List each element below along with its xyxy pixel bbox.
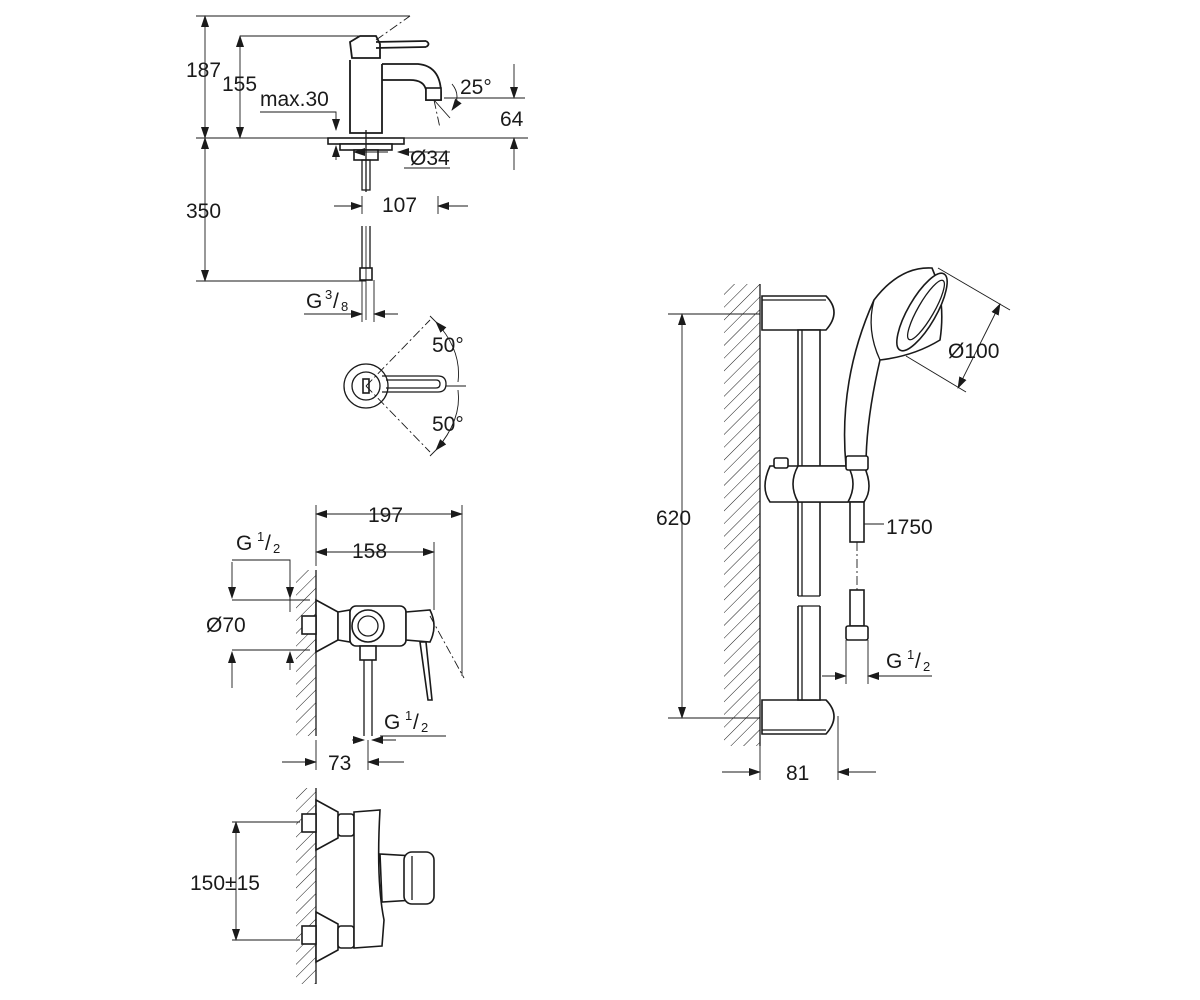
shower-mixer-side-view: [228, 505, 465, 770]
dim-wall-offset: 81: [786, 762, 809, 785]
outlet-slash: /: [413, 711, 419, 734]
lever-top-view: [343, 315, 466, 457]
connection-slash: /: [333, 290, 339, 313]
dim-head-diameter: Ø100: [948, 340, 999, 363]
dim-spout-height: 155: [222, 73, 257, 96]
dim-centres: 150±15: [190, 872, 260, 895]
connection-thread-numerator: 3: [325, 287, 332, 302]
hose-thread-denominator: 2: [923, 659, 930, 674]
outlet-thread: G: [384, 711, 400, 734]
dim-deck-thickness: max.30: [260, 88, 329, 111]
inlet-thread-denominator: 2: [273, 541, 280, 556]
inlet-thread-numerator: 1: [257, 529, 264, 544]
connection-thread-denominator: 8: [341, 299, 348, 314]
angle-top: 50°: [432, 334, 464, 357]
dim-total-height: 187: [186, 59, 221, 82]
dim-body-depth: 158: [352, 540, 387, 563]
outlet-thread-numerator: 1: [405, 708, 412, 723]
dim-shank-diameter: Ø34: [410, 147, 450, 170]
shower-mixer-front-view: [232, 788, 435, 984]
hose-thread-numerator: 1: [907, 647, 914, 662]
inlet-thread: G: [236, 532, 252, 555]
angle-bottom: 50°: [432, 413, 464, 436]
dim-rail-length: 620: [656, 507, 691, 530]
dim-shower-hose-length: 1750: [886, 516, 933, 539]
dim-outlet-offset: 73: [328, 752, 351, 775]
dim-flange-diameter: Ø70: [206, 614, 246, 637]
hose-thread: G: [886, 650, 902, 673]
basin-mixer-drawing: [196, 15, 528, 322]
hose-slash: /: [915, 650, 921, 673]
dim-total-depth: 197: [368, 504, 403, 527]
connection-thread: G: [306, 290, 322, 313]
shower-rail-drawing: [668, 267, 1011, 780]
inlet-slash: /: [265, 532, 271, 555]
dim-reach: 107: [382, 194, 417, 217]
dim-spout-angle: 25°: [460, 76, 492, 99]
outlet-thread-denominator: 2: [421, 720, 428, 735]
dim-hose-length: 350: [186, 200, 221, 223]
dim-spout-clearance: 64: [500, 108, 524, 131]
